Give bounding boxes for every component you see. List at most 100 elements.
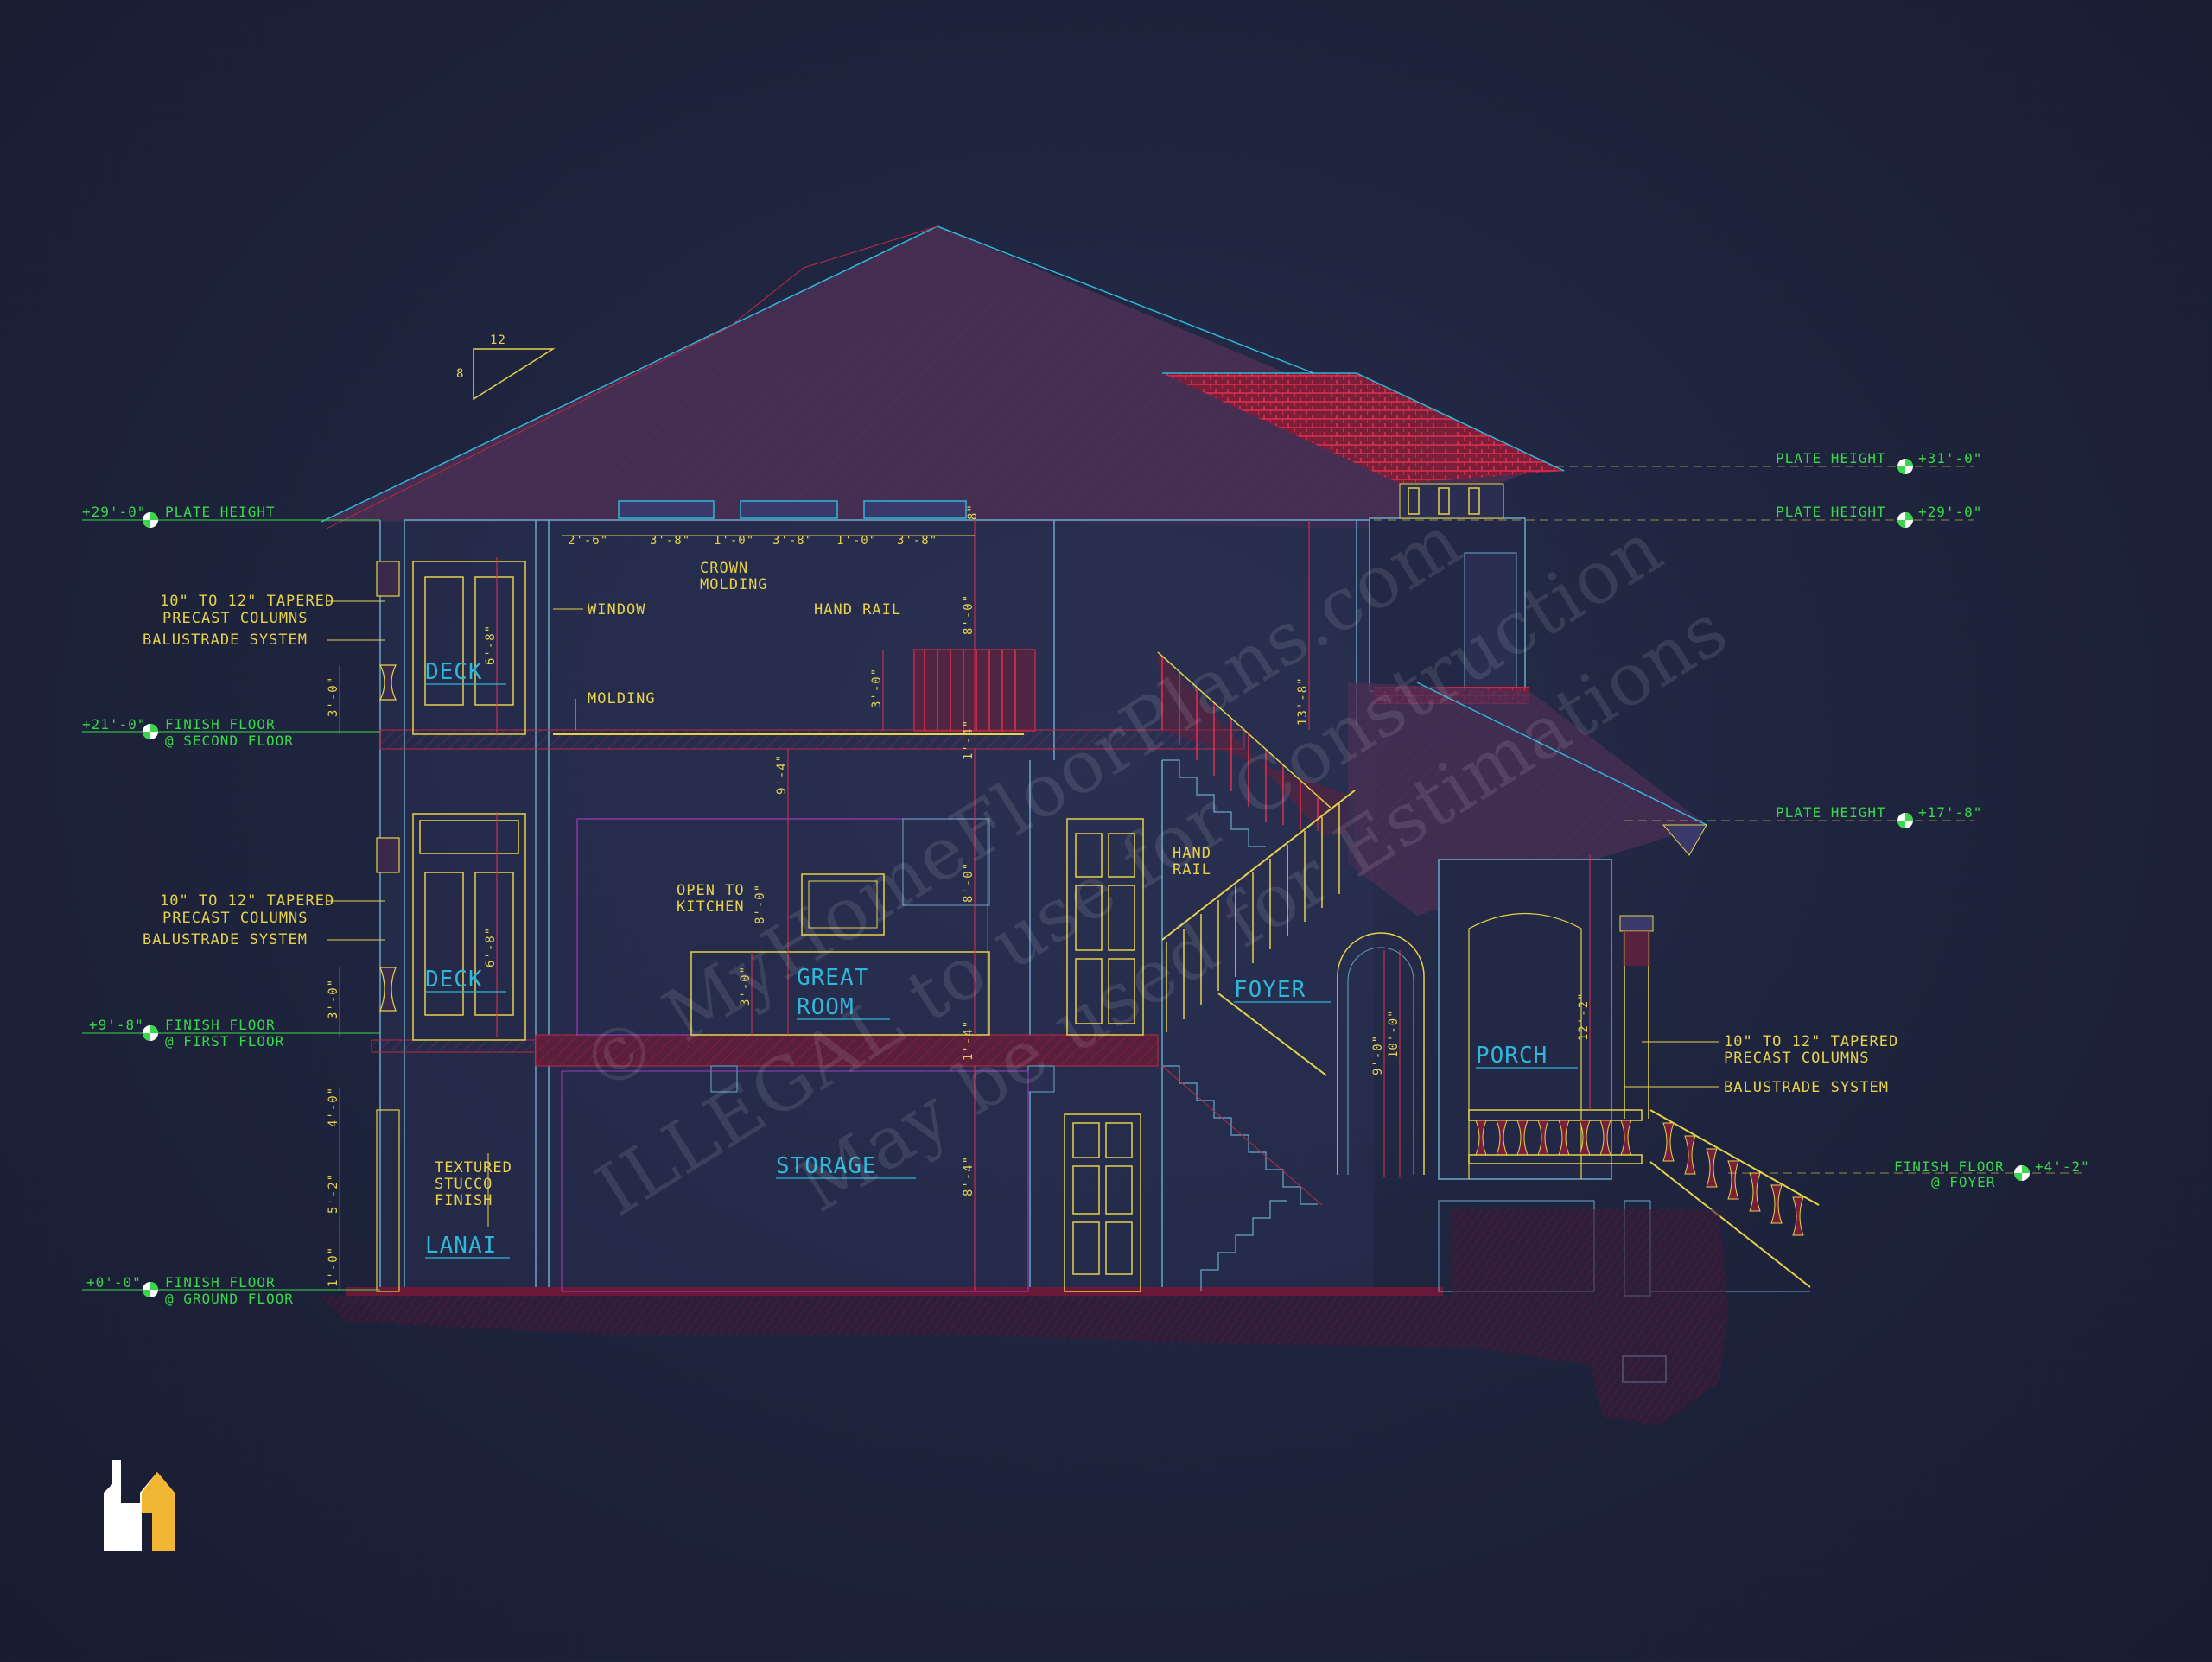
level-marker-icon	[143, 1282, 158, 1297]
note-stucco-3: FINISH	[435, 1192, 493, 1209]
dim-top-6: 3'-8"	[897, 534, 938, 548]
level-first-floor-label: FINISH FLOOR	[165, 1017, 276, 1033]
porch-roof	[1348, 682, 1707, 916]
level-ground-floor-label: FINISH FLOOR	[165, 1274, 276, 1291]
foyer-arch-door	[1337, 932, 1425, 1175]
note-hand-rail-stair-1: HAND	[1173, 845, 1211, 862]
dim-lanai-3: 1'-0"	[327, 1246, 340, 1287]
level-second-floor-sub: @ SECOND FLOOR	[165, 733, 294, 749]
note-balustrade-porch: BALUSTRADE SYSTEM	[1724, 1079, 1889, 1096]
brand-logo-icon	[104, 1460, 175, 1551]
roof-pitch-rise: 8	[456, 367, 464, 381]
level-plate-29-left-elev: +29'-0"	[82, 504, 146, 520]
level-foyer-floor-sub: @ FOYER	[1931, 1174, 1995, 1190]
deck-columns	[376, 561, 400, 1292]
level-plate-29-left-label: PLATE HEIGHT	[165, 504, 276, 520]
roof-pitch-indicator: 12 8	[456, 333, 556, 401]
note-columns-lower-2: PRECAST COLUMNS	[162, 910, 308, 927]
level-plate-17-elev: +17'-8"	[1918, 804, 1982, 821]
level-labels-right: PLATE HEIGHT +31'-0" PLATE HEIGHT +29'-0…	[1776, 450, 2090, 1190]
room-foyer: FOYER	[1234, 977, 1306, 1003]
dim-top-5: 1'-0"	[836, 534, 877, 548]
deck-upper-doors	[412, 561, 526, 735]
main-roof	[321, 225, 1565, 530]
note-crown-molding-1: CROWN	[700, 560, 748, 577]
level-foyer-floor-label: FINISH FLOOR	[1894, 1158, 2005, 1175]
first-floor-interior	[576, 818, 1144, 1036]
dim-foyer-door-2: 10'-0"	[1387, 1009, 1401, 1058]
level-plate-29-right-label: PLATE HEIGHT	[1776, 504, 1886, 520]
dim-second-ceiling: 8'-0"	[962, 594, 976, 635]
note-balustrade-upper: BALUSTRADE SYSTEM	[143, 631, 308, 649]
dim-second-rail: 3'-0"	[870, 668, 884, 708]
dim-deck-upper-rail: 3'-0"	[327, 676, 340, 717]
annotation-notes: 10" TO 12" TAPERED PRECAST COLUMNS BALUS…	[143, 560, 1898, 1209]
level-marker-icon	[143, 512, 158, 528]
room-great-room-line2: ROOM	[797, 994, 855, 1020]
level-markers	[143, 459, 2030, 1297]
dim-first-opening: 8'-0"	[753, 884, 767, 924]
dim-storage-height: 8'-4"	[962, 1156, 976, 1196]
room-great-room-line1: GREAT	[797, 965, 868, 991]
note-molding: MOLDING	[588, 690, 656, 707]
stairs-upper	[1157, 651, 1348, 847]
dim-first-span: 8'-0"	[962, 862, 976, 903]
dim-foyer-door-1: 9'-0"	[1371, 1035, 1385, 1075]
dimension-text: 2'-6" 3'-8" 1'-0" 3'-8" 1'-0" 3'-8" 8" 6…	[327, 504, 1591, 1287]
level-first-floor-sub: @ FIRST FLOOR	[165, 1033, 284, 1050]
dim-lanai-2: 5'-2"	[327, 1173, 340, 1214]
note-hand-rail-stair-2: RAIL	[1173, 861, 1211, 879]
note-open-to-kitchen-2: KITCHEN	[677, 898, 745, 916]
porch-balustrade	[1468, 1109, 1643, 1164]
level-marker-icon	[2014, 1165, 2030, 1181]
level-ground-floor-elev: +0'-0"	[86, 1274, 142, 1291]
level-marker-icon	[1897, 459, 1913, 474]
room-label-underlines	[425, 683, 1578, 1259]
dim-deck-upper-door: 6'-8"	[484, 625, 498, 665]
room-deck-upper: DECK	[425, 659, 483, 685]
note-columns-porch-1: 10" TO 12" TAPERED	[1724, 1033, 1898, 1050]
level-plate-31-label: PLATE HEIGHT	[1776, 450, 1886, 466]
room-deck-lower: DECK	[425, 967, 483, 993]
porch-entry-stairs	[1622, 1109, 1820, 1383]
level-marker-icon	[143, 1025, 158, 1041]
dim-top-7: 8"	[966, 504, 980, 520]
note-open-to-kitchen-1: OPEN TO	[677, 882, 745, 899]
level-marker-icon	[1897, 813, 1913, 828]
note-columns-lower-1: 10" TO 12" TAPERED	[160, 892, 334, 910]
building-body	[346, 519, 1443, 1297]
roof-skylights	[618, 500, 967, 519]
dim-deck-lower-door: 6'-8"	[484, 927, 498, 967]
storage-door	[1064, 1113, 1141, 1292]
tower	[1369, 483, 1529, 704]
dim-stair-upper: 13'-8"	[1296, 676, 1310, 726]
level-second-floor-elev: +21'-0"	[82, 716, 146, 733]
tile-roof-tower	[1162, 372, 1565, 484]
note-window: WINDOW	[588, 601, 645, 618]
note-columns-porch-2: PRECAST COLUMNS	[1724, 1050, 1870, 1067]
dim-top-3: 1'-0"	[714, 534, 754, 548]
level-plate-31-elev: +31'-0"	[1918, 450, 1982, 466]
dim-first-counter: 3'-0"	[739, 966, 753, 1006]
dimension-lines	[339, 520, 1591, 1291]
note-balustrade-lower: BALUSTRADE SYSTEM	[143, 931, 308, 948]
level-second-floor-label: FINISH FLOOR	[165, 716, 276, 733]
foundation-ground	[320, 1209, 1728, 1425]
room-labels: DECK DECK GREAT ROOM FOYER PORCH STORAGE…	[425, 659, 1548, 1259]
dim-second-joist: 1'-4"	[962, 720, 976, 760]
note-crown-molding-2: MOLDING	[700, 576, 768, 593]
level-ground-floor-sub: @ GROUND FLOOR	[165, 1291, 294, 1307]
stairs-lower-rail	[1161, 790, 1357, 1076]
room-porch: PORCH	[1476, 1043, 1548, 1069]
level-plate-17-label: PLATE HEIGHT	[1776, 804, 1886, 821]
note-columns-upper-2: PRECAST COLUMNS	[162, 610, 308, 627]
level-first-floor-elev: +9'-8"	[89, 1017, 144, 1033]
dim-top-1: 2'-6"	[568, 534, 608, 548]
level-foyer-floor-elev: +4'-2"	[2035, 1158, 2090, 1175]
dim-lanai-1: 4'-0"	[327, 1087, 340, 1127]
leader-lines	[327, 600, 1719, 1227]
dim-first-joist: 1'-4"	[962, 1020, 976, 1061]
note-hand-rail-upper: HAND RAIL	[814, 601, 901, 618]
